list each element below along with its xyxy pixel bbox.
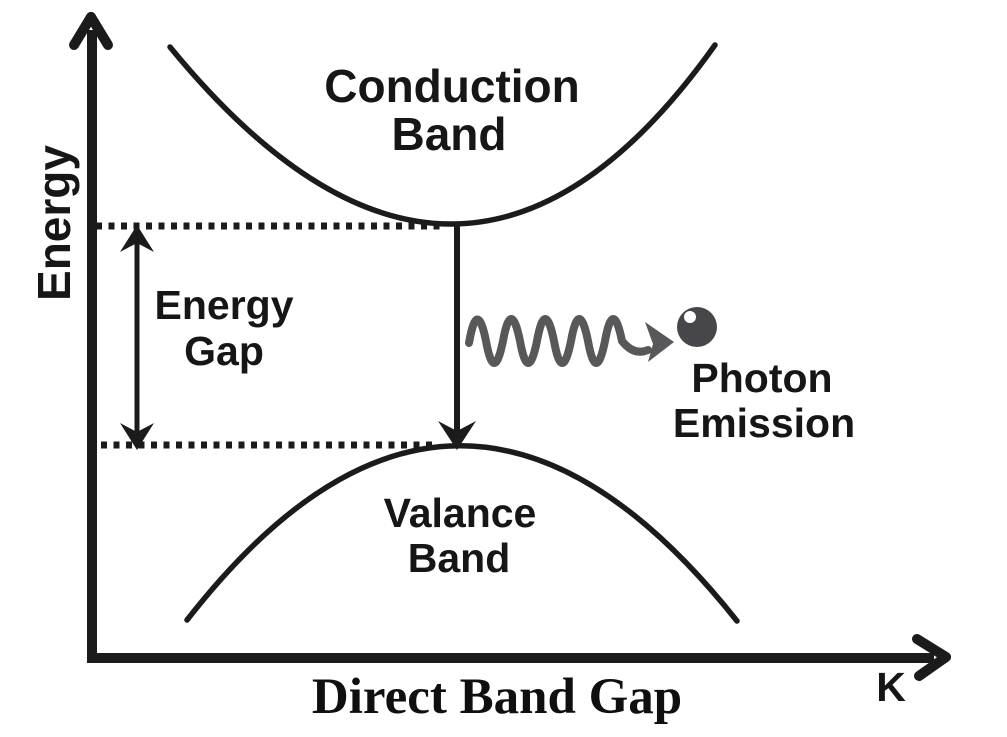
photon-particle-highlight [684,311,696,323]
photon-emission-label-line1: Photon [691,355,832,401]
photon-emission-group [465,307,717,367]
y-axis-label: Energy [28,145,80,301]
conduction-band-label-line1: Conduction [324,60,580,112]
energy-gap-arrow [120,225,154,450]
energy-gap-label-line2: Gap [184,328,264,374]
x-axis-label: K [876,664,906,710]
x-axis [87,634,951,681]
photon-wave-icon [465,315,652,367]
energy-gap-arrow-up-head-icon [120,225,154,252]
diagram-title: Direct Band Gap [312,669,682,725]
valence-band-curve [184,443,740,624]
energy-gap-label: Energy Gap [155,282,294,374]
y-axis [69,12,113,663]
photon-particle-icon [677,307,717,347]
conduction-band-label-line2: Band [392,108,507,160]
transition-arrow [438,226,476,450]
x-axis-arrow-icon [912,634,951,681]
photon-wave-arrow-head-icon [645,322,674,362]
valence-band-label-line2: Band [408,535,511,581]
y-axis-arrow-icon [69,12,113,50]
valence-band-label-line1: Valance [384,490,537,536]
conduction-band-curve [167,42,718,227]
valence-band-label: Valance Band [384,490,537,581]
photon-emission-label-line2: Emission [673,400,855,446]
conduction-band-label: Conduction Band [324,60,580,160]
energy-gap-label-line1: Energy [155,282,294,328]
transition-arrow-head-icon [438,421,476,450]
energy-gap-arrow-down-head-icon [120,423,154,450]
photon-emission-label: Photon Emission [673,355,855,446]
